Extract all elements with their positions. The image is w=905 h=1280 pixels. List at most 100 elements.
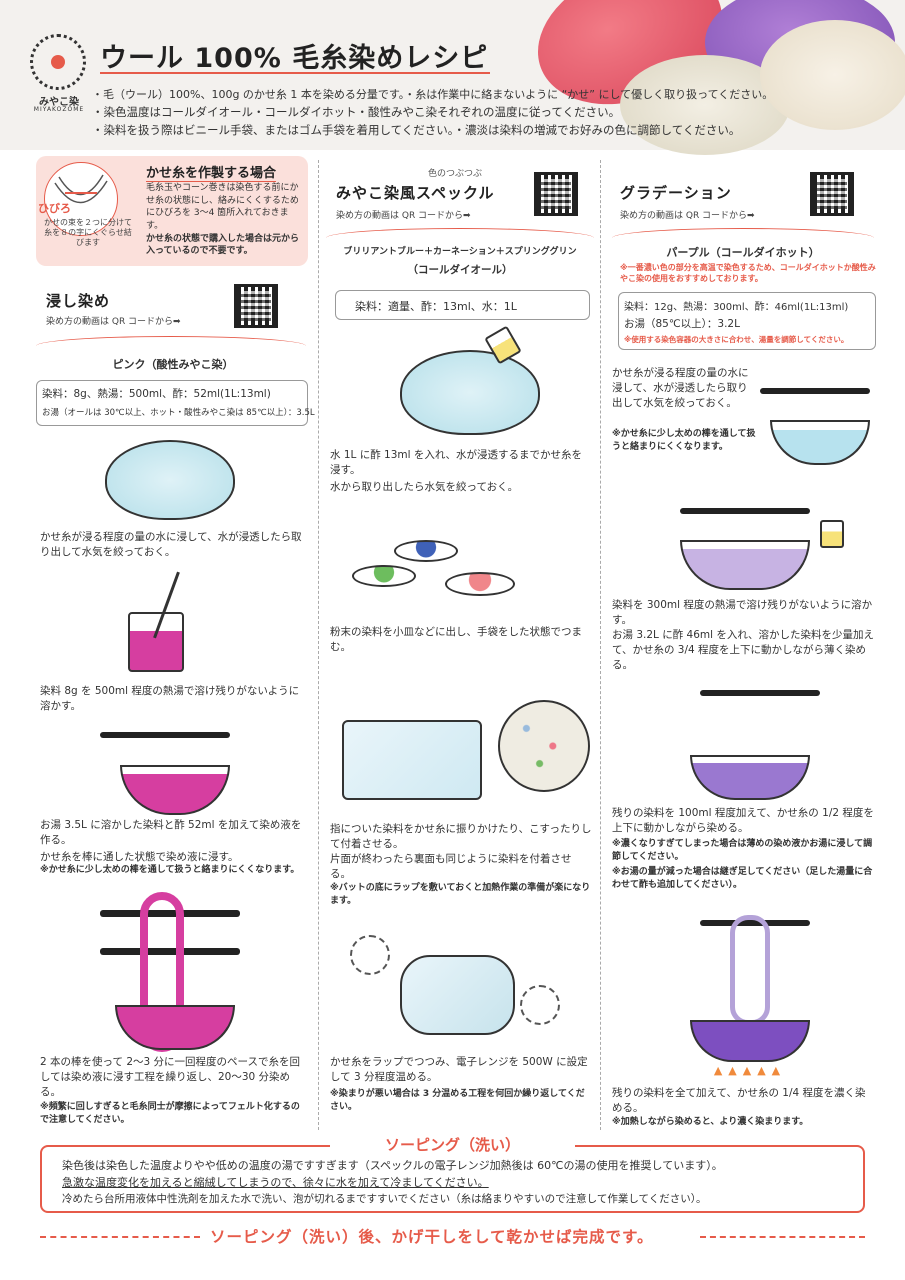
col2-wrap-illustration bbox=[400, 955, 515, 1035]
kase-note: かせ糸の状態で購入した場合は元から入っているので不要です。 bbox=[146, 234, 300, 256]
col2-dish-blue bbox=[394, 540, 458, 562]
kase-title: かせ糸を作製する場合 bbox=[146, 162, 277, 182]
col3-note4: ※加熱しながら染めると、より濃く染まります。 bbox=[612, 1117, 809, 1127]
col2-subtitle1: ブリリアントブルー＋カーネーション＋スプリンググリン bbox=[343, 247, 577, 257]
col3-pot3 bbox=[690, 755, 810, 800]
col2-rotate-icon-2 bbox=[520, 985, 560, 1025]
col2-speckle-zoom bbox=[498, 700, 590, 792]
col1-step4: 2 本の棒を使って 2～3 分に一回程度のペースで糸を回しては染め液に浸す工程を… bbox=[40, 1056, 301, 1098]
col2-qr-text: 染め方の動画は QR コードから➡ bbox=[336, 211, 471, 221]
col1-qr-code[interactable] bbox=[234, 284, 278, 328]
col1-arc bbox=[36, 336, 306, 356]
divider-2 bbox=[600, 160, 601, 1130]
col3-step3: 残りの染料を 100ml 程度加えて、かせ糸の 1/2 程度を上下に動かしながら… bbox=[612, 807, 874, 834]
col3-subtitle: パープル（コールダイホット） bbox=[666, 246, 820, 259]
hibiro-illustration bbox=[44, 162, 118, 236]
col1-pot2-illustration bbox=[115, 1005, 235, 1050]
col2-tag: 色のつぶつぶ bbox=[428, 169, 483, 179]
col2-tray-illustration bbox=[342, 720, 482, 800]
col3-qr-text: 染め方の動画は QR コードから➡ bbox=[620, 211, 755, 221]
col2-bowl-illustration bbox=[400, 350, 540, 435]
header-line-2: ・染色温度はコールダイオール・コールダイホット・酸性みやこ染それぞれの温度に従っ… bbox=[92, 105, 621, 119]
brand-logo-dot bbox=[51, 55, 65, 69]
col3-qr-code[interactable] bbox=[810, 172, 854, 216]
col3-yarn4 bbox=[730, 915, 770, 1025]
col3-note3b: ※お湯の量が減った場合は継ぎ足してください（足した湯量に合わせて酢も追加してくだ… bbox=[612, 867, 873, 890]
col1-qr-text: 染め方の動画は QR コードから➡ bbox=[46, 317, 181, 327]
col1-beaker-illustration bbox=[128, 612, 184, 672]
col2-recipe-box bbox=[335, 290, 590, 320]
col2-recipe: 染料：適量、酢：13ml、水：1L bbox=[355, 300, 517, 313]
col3-step4: 残りの染料を全て加えて、かせ糸の 1/4 程度を濃く染める。 bbox=[612, 1087, 866, 1114]
col3-recipe-box bbox=[618, 292, 876, 350]
col2-note4: ※染まりが悪い場合は 3 分温める工程を何回か繰り返してください。 bbox=[330, 1089, 585, 1112]
kase-text: 毛糸玉やコーン巻きは染色する前にかせ糸の状態にし、絡みにくくするためにひびろを … bbox=[146, 183, 299, 231]
col1-recipe-line2: お湯（オールは 30℃以上、ホット・酸性みやこ染は 85℃以上）：3.5L bbox=[42, 408, 315, 418]
col1-subtitle: ピンク（酸性みやこ染） bbox=[112, 358, 234, 371]
col3-red-note: ※一番濃い色の部分を高温で染色するため、コールダイホットか酸性みやこ染の使用をお… bbox=[620, 263, 876, 283]
col1-recipe-line1: 染料：8g、熱湯：500ml、酢：52ml(1L:13ml) bbox=[42, 388, 271, 400]
col2-step3b: 片面が終わったら裏面も同じように染料を付着させる。 bbox=[330, 853, 572, 880]
col1-step1: かせ糸が浸る程度の量の水に浸して、水が浸透したら取り出して水気を絞っておく。 bbox=[40, 531, 302, 558]
col1-recipe-box bbox=[36, 380, 308, 426]
col3-arc bbox=[612, 228, 874, 248]
col2-arc bbox=[326, 228, 594, 248]
col3-bowl1 bbox=[770, 420, 870, 465]
hibiro-label: ひびろ bbox=[38, 202, 71, 215]
col2-step4: かせ糸をラップでつつみ、電子レンジを 500W に設定して 3 分程度温める。 bbox=[330, 1056, 588, 1083]
col3-note3a: ※濃くなりすぎてしまった場合は薄めの染め液かお湯に浸して調節してください。 bbox=[612, 839, 873, 862]
page-title: ウール 100% 毛糸染めレシピ bbox=[100, 43, 489, 74]
title-underline bbox=[100, 72, 490, 74]
col2-step3: 指についた染料をかせ糸に振りかけたり、こすったりして付着させる。 bbox=[330, 823, 592, 850]
col1-rod bbox=[100, 732, 230, 738]
col1-pot-illustration bbox=[120, 765, 230, 815]
col2-step1b: 水から取り出したら水気を絞っておく。 bbox=[330, 481, 519, 493]
final-divider-left bbox=[40, 1236, 200, 1238]
final-divider-right bbox=[700, 1236, 865, 1238]
col3-cup2 bbox=[820, 520, 844, 548]
final-message: ソーピング（洗い）後、かげ干しをして乾かせば完成です。 bbox=[210, 1228, 654, 1246]
brand-logo bbox=[30, 34, 86, 90]
hibiro-caption: かせの束を２つに分けて糸を８の字にくぐらせ結びます bbox=[44, 218, 132, 247]
col2-rotate-icon-1 bbox=[350, 935, 390, 975]
col1-note3: ※かせ糸に少し太めの棒を通して扱うと絡まりにくくなります。 bbox=[40, 865, 300, 875]
soaping-title: ソーピング（洗い） bbox=[330, 1134, 575, 1155]
col1-title: 浸し染め bbox=[46, 292, 111, 310]
yarn-photo-cream bbox=[760, 20, 905, 130]
soaping-line-1: 染色後は染色した温度よりやや低めの温度の湯ですすぎます（スペックルの電子レンジ加… bbox=[62, 1159, 723, 1172]
col3-rod2 bbox=[680, 508, 810, 514]
flame-icon: ▲▲▲▲▲ bbox=[713, 1064, 787, 1077]
soaping-line-3: 冷めたら台所用液体中性洗剤を加えた水で洗い、泡が切れるまですすいでください（糸は… bbox=[62, 1193, 707, 1205]
col2-step2: 粉末の染料を小皿などに出し、手袋をした状態でつまむ。 bbox=[330, 626, 582, 653]
col1-step3b: かせ糸を棒に通した状態で染め液に浸す。 bbox=[40, 851, 239, 863]
soaping-line-2: 急激な温度変化を加えると縮絨してしまうので、徐々に水を加えて冷ましてください。 bbox=[62, 1176, 489, 1189]
col1-step3: お湯 3.5L に溶かした染料と酢 52ml を加えて染め液を作る。 bbox=[40, 819, 302, 846]
brand-sub: MIYAKOZOME bbox=[33, 106, 85, 113]
col3-title: グラデーション bbox=[620, 184, 732, 202]
col3-recipe-note: ※使用する染色容器の大きさに合わせ、湯量を調節してください。 bbox=[624, 335, 849, 344]
col2-title: みやこ染風スペックル bbox=[336, 184, 495, 202]
header-line-3: ・染料を扱う際はビニール手袋、またはゴム手袋を着用してください。・濃淡は染料の増… bbox=[92, 123, 741, 137]
col3-rod1 bbox=[760, 388, 870, 394]
col3-recipe-line1: 染料：12g、熱湯：300ml、酢：46ml(1L:13ml) bbox=[624, 302, 849, 313]
col3-pot4 bbox=[690, 1020, 810, 1062]
col2-qr-code[interactable] bbox=[534, 172, 578, 216]
col1-rod-bottom bbox=[100, 948, 240, 955]
col3-pot2 bbox=[680, 540, 810, 590]
col1-step2: 染料 8g を 500ml 程度の熱湯で溶け残りがないように溶かす。 bbox=[40, 685, 300, 712]
col3-step1: かせ糸が浸る程度の量の水に浸して、水が浸透したら取り出して水気を絞っておく。 bbox=[612, 367, 749, 409]
header-line-1: ・毛（ウール）100%、100g のかせ糸 1 本を染める分量です。・糸は作業中… bbox=[92, 88, 774, 101]
col2-step1: 水 1L に酢 13ml を入れ、水が浸透するまでかせ糸を浸す。 bbox=[330, 449, 582, 476]
col1-bowl-illustration bbox=[105, 440, 235, 520]
col3-note1: ※かせ糸に少し太めの棒を通して扱うと絡まりにくくなります。 bbox=[612, 429, 756, 452]
brand-name: みやこ染 bbox=[39, 97, 79, 108]
col2-note3: ※バットの底にラップを敷いておくと加熱作業の準備が楽になります。 bbox=[330, 883, 591, 906]
col1-note4: ※頻繁に回しすぎると毛糸同士が摩擦によってフェルト化するので注意してください。 bbox=[40, 1102, 300, 1125]
col2-dish-green bbox=[352, 565, 416, 587]
divider-1 bbox=[318, 160, 319, 1130]
col3-recipe-line2: お湯（85℃以上）：3.2L bbox=[624, 318, 740, 330]
col3-rod3 bbox=[700, 690, 820, 696]
col2-dish-pink bbox=[445, 572, 515, 596]
col3-step2b: お湯 3.2L に酢 46ml を入れ、溶かした染料を少量加えて、かせ糸の 3/… bbox=[612, 629, 875, 671]
col2-subtitle2: （コールダイオール） bbox=[407, 264, 513, 276]
